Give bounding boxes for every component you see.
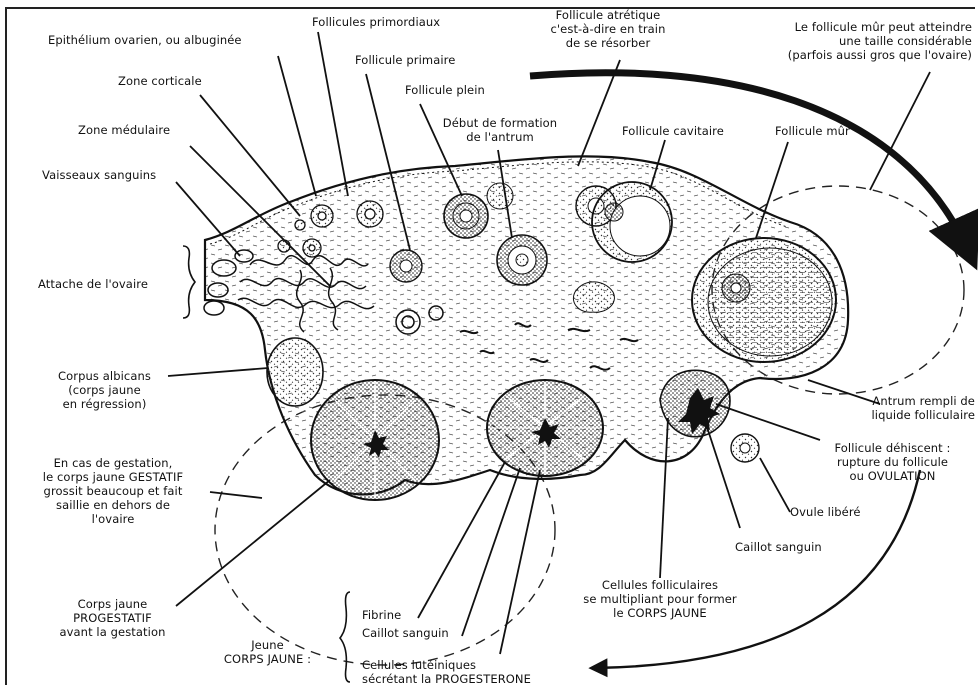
full-follicle xyxy=(444,194,488,238)
label-dehiscent-2: rupture du follicule xyxy=(810,455,975,469)
label-blood-clot: Caillot sanguin xyxy=(735,540,822,554)
released-ovule xyxy=(731,434,759,462)
jeune-bracket xyxy=(340,592,350,682)
label-released-ovule: Ovule libéré xyxy=(790,505,861,519)
label-mature-size-1: Le follicule mûr peut atteindre xyxy=(740,20,972,34)
corpus-albicans xyxy=(267,338,323,406)
label-vessels: Vaisseaux sanguins xyxy=(42,168,156,182)
primary-follicle xyxy=(390,250,422,282)
label-progestatif-2: PROGESTATIF xyxy=(40,611,185,625)
mature-follicle xyxy=(692,238,836,362)
label-antrum-filled-1: Antrum rempli de xyxy=(820,394,975,408)
label-attachment: Attache de l'ovaire xyxy=(38,277,148,291)
attache-bracket xyxy=(183,246,195,318)
label-blood-clot-young: Caillot sanguin xyxy=(362,626,449,640)
label-full-follicle: Follicule plein xyxy=(405,83,485,97)
label-primary-follicle: Follicule primaire xyxy=(355,53,455,67)
label-atretic-3: de se résorber xyxy=(528,36,688,50)
label-albicans-3: en régression) xyxy=(42,397,167,411)
label-mature-size-3: (parfois aussi gros que l'ovaire) xyxy=(740,48,972,62)
label-follicular-cells-2: se multipliant pour former xyxy=(560,592,760,606)
corpus-luteum-progestatif xyxy=(311,380,439,500)
label-follicular-cells-1: Cellules folliculaires xyxy=(560,578,760,592)
label-atretic-2: c'est-à-dire en train xyxy=(528,22,688,36)
label-mature-follicle: Follicule mûr xyxy=(775,124,850,138)
label-cavity-follicle: Follicule cavitaire xyxy=(622,124,724,138)
label-progestatif-3: avant la gestation xyxy=(40,625,185,639)
label-albicans-2: (corps jaune xyxy=(42,383,167,397)
corpus-luteum-young xyxy=(487,380,603,476)
label-luteal-cells-2: sécrétant la PROGESTERONE xyxy=(362,672,531,686)
label-young-2: CORPS JAUNE : xyxy=(200,652,335,666)
label-mature-size-2: une taille considérable xyxy=(740,34,972,48)
label-gestation-4: saillie en dehors de xyxy=(18,498,208,512)
label-luteal-cells-1: Cellules lutéiniques xyxy=(362,658,476,672)
cycle-arrow-bottom xyxy=(596,470,920,668)
label-fibrin: Fibrine xyxy=(362,608,401,622)
label-young-1: Jeune xyxy=(200,638,335,652)
label-gestation-1: En cas de gestation, xyxy=(18,456,208,470)
label-albicans-1: Corpus albicans xyxy=(42,369,167,383)
label-atretic-1: Follicule atrétique xyxy=(528,8,688,22)
label-antrum-filled-2: liquide folliculaire xyxy=(820,408,975,422)
label-gestation-3: grossit beaucoup et fait xyxy=(18,484,208,498)
label-antrum-start-1: Début de formation xyxy=(430,116,570,130)
label-zone-corticale: Zone corticale xyxy=(118,74,202,88)
label-gestation-2: le corps jaune GESTATIF xyxy=(18,470,208,484)
label-primordial-follicles: Follicules primordiaux xyxy=(312,15,440,29)
label-antrum-start-2: de l'antrum xyxy=(430,130,570,144)
cavity-follicle xyxy=(592,182,672,262)
label-zone-medullaire: Zone médulaire xyxy=(78,123,170,137)
label-epithelium: Epithélium ovarien, ou albuginée xyxy=(48,33,242,47)
label-follicular-cells-3: le CORPS JAUNE xyxy=(560,606,760,620)
label-dehiscent-1: Follicule déhiscent : xyxy=(810,441,975,455)
label-dehiscent-3: ou OVULATION xyxy=(810,469,975,483)
label-gestation-5: l'ovaire xyxy=(18,512,208,526)
label-progestatif-1: Corps jaune xyxy=(40,597,185,611)
